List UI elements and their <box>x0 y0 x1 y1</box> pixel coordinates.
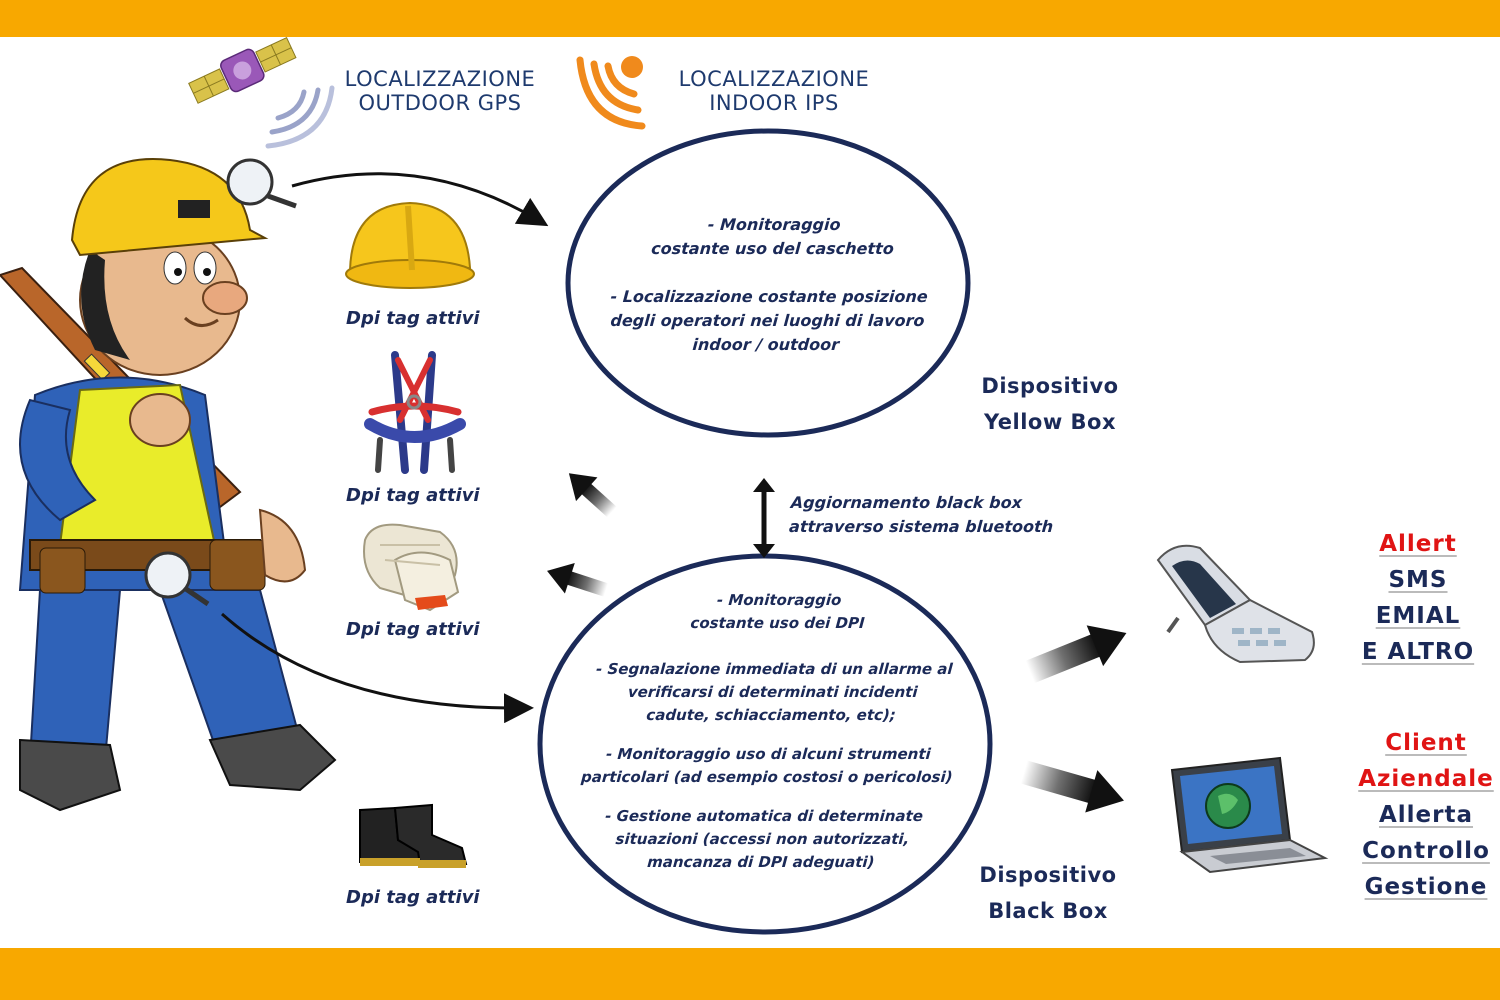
black-line: particolari (ad esempio costosi o perico… <box>580 768 954 786</box>
yellow-box-label-line1: Dispositivo <box>981 374 1119 398</box>
harness-icon <box>364 351 466 474</box>
ips-header-line2: INDOOR IPS <box>709 91 839 115</box>
black-box-description: - Monitoraggio costante uso dei DPI - Se… <box>535 589 1005 874</box>
gps-header: LOCALIZZAZIONE OUTDOOR GPS <box>328 67 552 115</box>
ips-header-line1: LOCALIZZAZIONE <box>678 67 870 91</box>
alert-item: Allerta <box>1378 802 1474 828</box>
bluetooth-update-label: Aggiornamento black box attraverso siste… <box>788 491 1055 539</box>
yellow-line: - Monitoraggio <box>707 215 842 234</box>
yellow-box-description: - Monitoraggio costante uso del caschett… <box>565 213 975 357</box>
yellow-box-label-line2: Yellow Box <box>983 410 1117 434</box>
gps-header-line1: LOCALIZZAZIONE <box>344 67 536 91</box>
bluetooth-line2: attraverso sistema bluetooth <box>788 517 1054 536</box>
dpi-label-boots: Dpi tag attivi <box>346 887 480 908</box>
black-line: cadute, schiacciamento, etc); <box>645 706 897 724</box>
helmet-icon <box>345 201 475 289</box>
black-line: situazioni (accessi non autorizzati, <box>614 830 910 848</box>
boots-icon <box>359 803 468 868</box>
black-line: - Monitoraggio uso di alcuni strumenti <box>605 745 932 763</box>
alert-item: Client <box>1385 730 1467 756</box>
gloves-icon <box>363 523 460 612</box>
return-arrow-upper <box>568 473 617 518</box>
bluetooth-double-arrow <box>753 478 775 558</box>
yellow-line: costante uso del caschetto <box>650 239 895 258</box>
arrow-to-phone-alerts <box>1025 625 1127 684</box>
phone-alert-list: Allert SMS EMIAL E ALTRO <box>1338 526 1498 670</box>
yellow-box-label: Dispositivo Yellow Box <box>950 368 1150 440</box>
yellow-spacer <box>570 261 972 285</box>
wifi-signal-icon <box>576 56 646 130</box>
alert-item: Controllo <box>1362 838 1490 864</box>
black-line: - Monitoraggio <box>716 591 843 609</box>
black-box-label: Dispositivo Black Box <box>948 857 1148 929</box>
black-line: - Gestione automatica di determinate <box>604 807 924 825</box>
arrow-worker-to-black-box <box>221 612 534 724</box>
alert-item: Allert <box>1379 531 1457 557</box>
yellow-box-circle <box>565 128 971 438</box>
black-box-label-line1: Dispositivo <box>979 863 1117 887</box>
alert-item: Gestione <box>1364 874 1488 900</box>
top-frame-bar <box>0 0 1500 37</box>
ips-header: LOCALIZZAZIONE INDOOR IPS <box>662 67 886 115</box>
yellow-line: - Localizzazione costante posizione <box>610 287 929 306</box>
laptop-icon <box>1170 756 1329 874</box>
black-spacer <box>550 635 1002 658</box>
yellow-line: indoor / outdoor <box>691 335 840 354</box>
bottom-frame-bar <box>0 948 1500 1000</box>
satellite-icon <box>188 37 297 104</box>
satellite-signal-waves <box>265 85 335 149</box>
alert-item: SMS <box>1388 567 1448 593</box>
pc-alert-list: Client Aziendale Allerta Controllo Gesti… <box>1346 725 1500 905</box>
worker-illustration <box>0 158 337 812</box>
arrow-to-pc-alerts <box>1020 760 1124 813</box>
dpi-label-helmet: Dpi tag attivi <box>346 308 480 329</box>
black-line: - Segnalazione immediata di un allarme a… <box>595 660 954 678</box>
bluetooth-line1: Aggiornamento black box <box>790 493 1023 512</box>
flip-phone-icon <box>1156 544 1315 664</box>
alert-item: Aziendale <box>1358 766 1494 792</box>
black-box-label-line2: Black Box <box>988 899 1108 923</box>
black-line: costante uso dei DPI <box>689 614 866 632</box>
gps-header-line2: OUTDOOR GPS <box>358 91 522 115</box>
alert-item: E ALTRO <box>1361 639 1475 665</box>
return-arrow-lower <box>547 563 609 597</box>
arrow-worker-to-yellow-box <box>291 172 549 227</box>
black-line: mancanza di DPI adeguati) <box>646 853 876 871</box>
black-line: verificarsi di determinati incidenti <box>627 683 919 701</box>
alert-item: EMIAL <box>1375 603 1461 629</box>
dpi-label-harness: Dpi tag attivi <box>346 485 480 506</box>
yellow-line: degli operatori nei luoghi di lavoro <box>609 311 926 330</box>
dpi-label-gloves: Dpi tag attivi <box>346 619 480 640</box>
